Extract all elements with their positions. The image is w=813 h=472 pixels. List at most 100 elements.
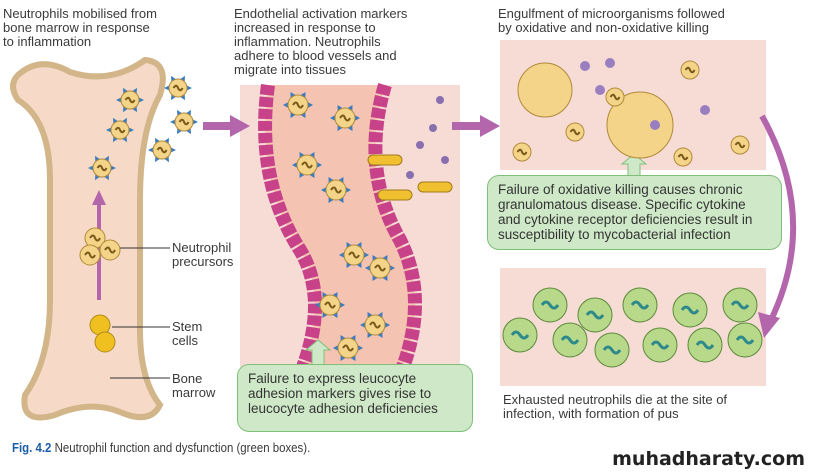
- dead-neutrophil-nucleus: [735, 335, 755, 345]
- figure-caption-text: Neutrophil function and dysfunction (gre…: [51, 440, 311, 455]
- receptor-spike: [113, 117, 119, 124]
- pus-panel: [500, 268, 766, 386]
- neutrophil-nucleus: [172, 84, 184, 92]
- neutrophil-nucleus: [156, 146, 168, 154]
- green-box-oxidative: Failure of oxidative killing causes chro…: [487, 175, 782, 250]
- figure-caption: Fig. 4.2 Neutrophil function and dysfunc…: [12, 440, 310, 455]
- neutrophil-nucleus: [684, 66, 696, 74]
- microorganism: [595, 85, 605, 95]
- microorganism: [605, 58, 615, 68]
- neutrophil-nucleus: [374, 264, 386, 272]
- watermark: muhadharaty.com: [612, 448, 805, 470]
- receptor-spike: [321, 187, 327, 193]
- neutrophil-nucleus: [89, 234, 101, 242]
- curved-arrow: [759, 114, 797, 324]
- receptor-spike: [354, 115, 360, 121]
- receptor-spike: [131, 87, 137, 94]
- adherent-neutrophil: [417, 181, 453, 193]
- adherent-neutrophil: [367, 154, 403, 166]
- label-precursors: Neutrophil precursors: [172, 240, 234, 269]
- dead-neutrophil-nucleus: [695, 340, 715, 350]
- receptor-spike: [307, 102, 313, 108]
- receptor-spike: [179, 94, 185, 101]
- receptor-spike: [110, 165, 116, 171]
- receptor-spike: [316, 162, 322, 168]
- dead-neutrophil-nucleus: [602, 345, 622, 355]
- receptor-spike: [192, 119, 198, 125]
- neutrophil-nucleus: [178, 118, 190, 126]
- step-death-text: Exhausted neutrophils die at the site of…: [503, 392, 728, 421]
- green-arrow-up: [304, 339, 332, 365]
- curved-arrow-head: [758, 312, 780, 338]
- receptor-spike: [170, 147, 176, 153]
- receptor-spike: [113, 136, 119, 143]
- vessel-wall-left: [258, 84, 322, 378]
- microorganism: [416, 141, 424, 149]
- receptor-spike: [95, 155, 101, 162]
- step-engulfment-text: Engulfment of microorganisms followed by…: [498, 6, 725, 35]
- receptor-spike: [103, 174, 109, 181]
- receptor-spike: [171, 94, 177, 101]
- microorganism: [650, 120, 660, 130]
- dead-neutrophil-nucleus: [680, 305, 700, 315]
- neutrophil-nucleus: [516, 148, 528, 156]
- dead-neutrophil-nucleus: [510, 330, 530, 340]
- step-activation-text: Endothelial activation markers increased…: [234, 6, 408, 77]
- dead-neutrophil-nucleus: [560, 335, 580, 345]
- adherent-neutrophil: [377, 189, 413, 201]
- dead-neutrophil-nucleus: [650, 340, 670, 350]
- dead-neutrophil-nucleus: [585, 310, 605, 320]
- arrow-head-2: [480, 115, 500, 137]
- receptor-spike: [365, 265, 371, 271]
- receptor-spike: [103, 155, 109, 162]
- receptor-spike: [88, 165, 94, 171]
- receptor-spike: [106, 127, 112, 133]
- receptor-spike: [283, 102, 289, 108]
- receptor-spike: [384, 322, 390, 328]
- receptor-spike: [123, 106, 129, 113]
- receptor-spike: [292, 162, 298, 168]
- green-box-adhesion: Failure to express leucocyte adhesion ma…: [237, 364, 473, 432]
- receptor-spike: [360, 322, 366, 328]
- receptor-spike: [357, 345, 363, 351]
- phagocyte: [517, 62, 573, 118]
- receptor-spike: [95, 174, 101, 181]
- receptor-spike: [128, 127, 134, 133]
- receptor-spike: [177, 109, 183, 116]
- neutrophil-nucleus: [609, 93, 621, 101]
- step-mobilisation-text: Neutrophils mobilised from bone marrow i…: [3, 6, 157, 49]
- dead-neutrophil-nucleus: [540, 300, 560, 310]
- neutrophil-nucleus: [84, 251, 96, 259]
- receptor-spike: [179, 75, 185, 82]
- maturation-arrow-head: [92, 190, 106, 205]
- neutrophil-nucleus: [569, 128, 581, 136]
- receptor-spike: [131, 106, 137, 113]
- receptor-spike: [185, 128, 191, 135]
- receptor-spike: [389, 265, 395, 271]
- receptor-spike: [121, 117, 127, 124]
- microorganism: [580, 61, 590, 71]
- neutrophil-nucleus: [677, 153, 689, 161]
- microorganism: [429, 124, 437, 132]
- receptor-spike: [339, 302, 345, 308]
- neutrophil-nucleus: [114, 126, 126, 134]
- receptor-spike: [330, 115, 336, 121]
- label-stem-cells: Stem cells: [172, 319, 203, 348]
- receptor-spike: [339, 252, 345, 258]
- receptor-spike: [170, 119, 176, 125]
- receptor-spike: [155, 156, 161, 163]
- neutrophil-nucleus: [342, 344, 354, 352]
- receptor-spike: [164, 85, 170, 91]
- neutrophil-nucleus: [292, 101, 304, 109]
- microorganism: [436, 96, 444, 104]
- dead-neutrophil-nucleus: [730, 300, 750, 310]
- neutrophil-nucleus: [734, 141, 746, 149]
- neutrophil-nucleus: [330, 186, 342, 194]
- neutrophil-nucleus: [348, 251, 360, 259]
- receptor-spike: [177, 128, 183, 135]
- arrow-head-1: [230, 115, 250, 137]
- neutrophil-nucleus: [369, 321, 381, 329]
- receptor-spike: [315, 302, 321, 308]
